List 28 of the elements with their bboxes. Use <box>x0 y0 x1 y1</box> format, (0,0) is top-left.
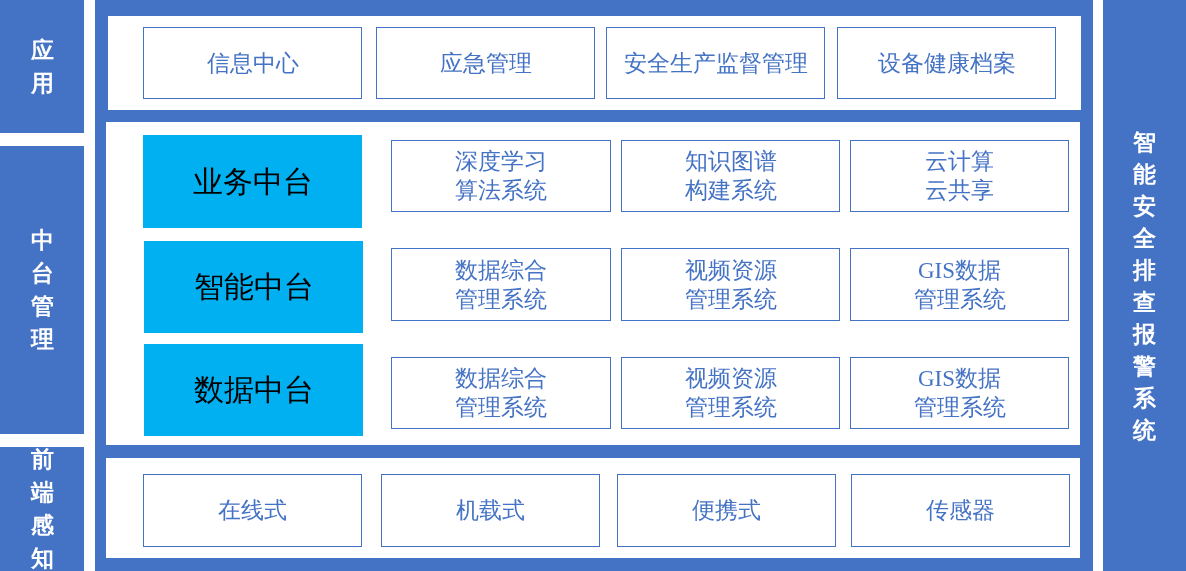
module-box: 数据综合管理系统 <box>391 248 611 321</box>
layer-panel <box>106 122 1080 445</box>
module-box: GIS数据管理系统 <box>850 248 1069 321</box>
section-band: 前端感知 <box>0 447 84 571</box>
section-band: 中台管理 <box>0 146 84 434</box>
module-box: 知识图谱构建系统 <box>621 140 840 212</box>
platform-box: 数据中台 <box>144 344 363 436</box>
module-box: 传感器 <box>851 474 1070 547</box>
layer-panel <box>108 16 1081 110</box>
frame-background <box>95 0 1093 571</box>
module-box: 数据综合管理系统 <box>391 357 611 429</box>
layer-panel <box>106 458 1080 558</box>
module-box: 机载式 <box>381 474 600 547</box>
module-box: 深度学习算法系统 <box>391 140 611 212</box>
module-box: 视频资源管理系统 <box>621 248 840 321</box>
section-band: 应用 <box>0 0 84 133</box>
module-box: 应急管理 <box>376 27 595 99</box>
module-box: 信息中心 <box>143 27 362 99</box>
module-box: 云计算云共享 <box>850 140 1069 212</box>
platform-box: 智能中台 <box>144 241 363 333</box>
module-box: 在线式 <box>143 474 362 547</box>
system-band: 智能安全排查报警系统 <box>1103 0 1186 571</box>
module-box: 设备健康档案 <box>837 27 1056 99</box>
platform-box: 业务中台 <box>143 135 362 228</box>
module-box: 安全生产监督管理 <box>606 27 825 99</box>
module-box: 便携式 <box>617 474 836 547</box>
module-box: GIS数据管理系统 <box>850 357 1069 429</box>
module-box: 视频资源管理系统 <box>621 357 840 429</box>
